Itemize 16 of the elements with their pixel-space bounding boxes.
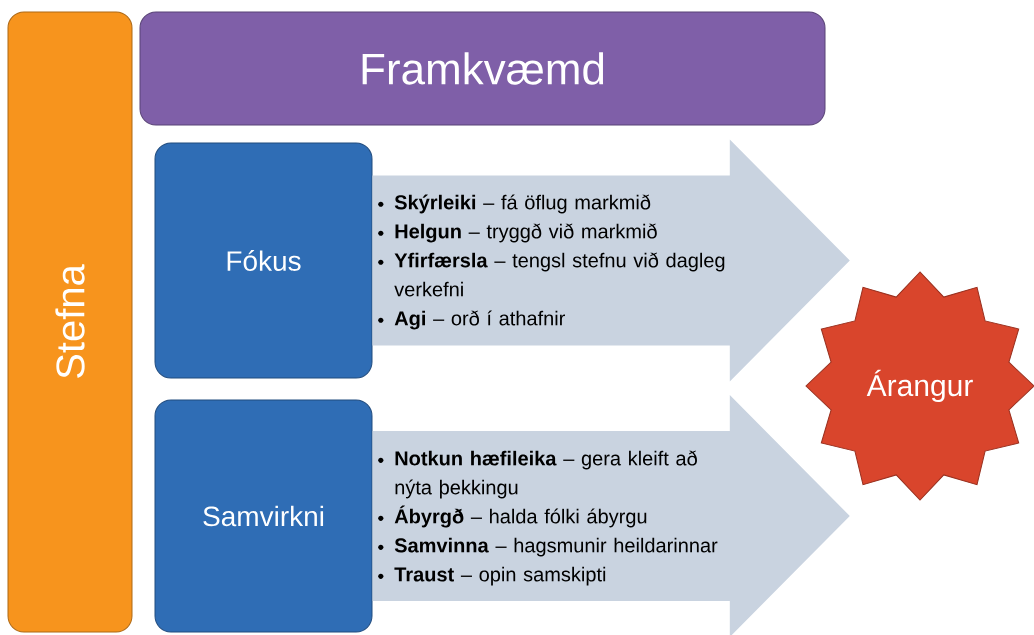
side-bar: Stefna <box>7 11 133 633</box>
rounded-box: Samvirkni <box>154 399 373 633</box>
block-arrow <box>372 395 850 635</box>
bullet-list: Skýrleiki – fá öflug markmið Helgun – tryggð við markmið Yfirfærsla – tengsl stefnu við dagleg verkefni Agi – orð í athafnir <box>378 194 725 330</box>
node-label: Yfirfærsla – tengsl stefnu við dagleg verkefni <box>394 252 725 297</box>
header-bar: Framkvæmd <box>139 11 826 126</box>
node-label: Skýrleiki – fá öflug markmið <box>394 194 651 214</box>
node-label: Samvinna – hagsmunir heildarinnar <box>394 537 718 557</box>
bullet-list: Notkun hæfileika – gera kleift að nýta þekkingu Ábyrgð – halda fólki ábyrgu Samvinna – hagsmunir heildarinnar Traust – opin samskipti <box>378 450 718 586</box>
node-label: Traust – opin samskipti <box>394 566 606 586</box>
block-arrow <box>372 139 850 382</box>
node-label: Ábyrgð – halda fólki ábyrgu <box>394 505 647 528</box>
node-label: Agi – orð í athafnir <box>394 310 566 330</box>
rounded-box: Fókus <box>154 142 373 379</box>
node-label: Helgun – tryggð við markmið <box>395 223 657 243</box>
node-label: Notkun hæfileika – gera kleift að nýta þekkingu <box>395 450 697 499</box>
